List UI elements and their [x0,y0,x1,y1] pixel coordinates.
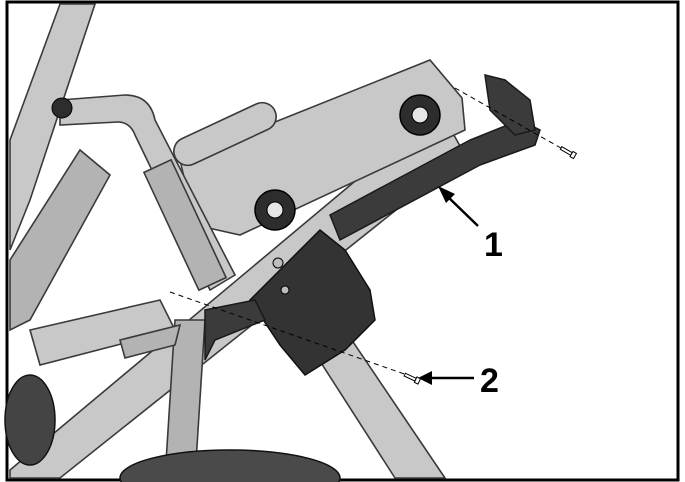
pivot-bearing-upper-hub [411,106,429,124]
callout-2: 2 [418,362,499,400]
side-rail-part [204,74,541,376]
alignment-line-lower [169,291,411,377]
rail-shroud-flange [204,299,267,361]
bracket-nut [272,257,284,269]
frame-handle-bar [173,101,277,167]
pivot-bearing-lower-hub [266,201,284,219]
flywheel [119,449,341,482]
alignment-lines [169,87,569,377]
callout-1-arrowhead [438,186,455,203]
pedal-crank [4,374,56,466]
bracket-nut-2 [280,285,290,295]
pivot-bearings [51,94,441,231]
side-rail [329,119,541,242]
callout-1-leader [445,194,479,227]
frame-structure [4,3,467,482]
side-rail-end-cap [484,74,536,136]
frame-tube-left-lower [9,148,112,332]
callout-2-arrowhead [418,371,432,385]
callout-2-label: 2 [480,362,499,400]
rail-shroud [249,228,376,376]
alignment-line-upper [454,87,569,153]
foot-pedal [119,323,182,359]
callout-1: 1 [438,186,503,264]
callout-1-label: 1 [484,226,503,264]
frame-handle-post [142,158,228,292]
screw-upper [559,146,578,160]
frame-tube-end-cap [51,97,73,119]
